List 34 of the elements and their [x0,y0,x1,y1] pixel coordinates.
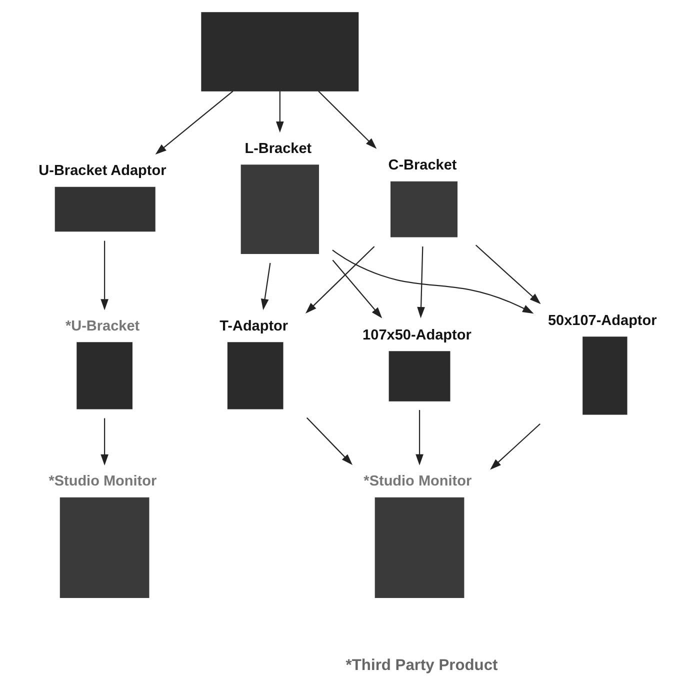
node-box [76,342,132,410]
arrow [332,260,382,318]
node-box [374,497,464,598]
node-label: C-Bracket [388,158,457,174]
node-label: T-Adaptor [220,318,288,334]
arrow [260,262,271,310]
node-box [390,181,458,238]
node-box [201,12,359,92]
label: *Third Party Product [346,657,498,674]
arrow [490,423,540,470]
arrow [155,90,234,154]
node-box [54,186,156,232]
arrow [475,244,541,304]
arrow [306,246,375,314]
arrow [416,410,424,466]
node-box [582,336,628,415]
arrow [276,91,284,133]
node-label: *Studio Monitor [364,474,472,490]
node-label: 107x50-Adaptor [362,327,472,344]
arrow [100,240,108,310]
node-label: L-Bracket [244,140,312,157]
node-box [227,342,284,410]
arrow [318,90,377,149]
node-label: *Studio Monitor [48,474,157,490]
node-box [388,351,450,402]
node-label: *U-Bracket [65,318,140,334]
node-box [240,164,319,254]
arrow [332,250,534,314]
node-label: U-Bracket Adaptor [38,163,166,180]
arrow [100,418,108,466]
node-label: 50x107-Adaptor [548,312,657,329]
arrow [417,246,425,318]
node-box [60,497,150,598]
arrow [306,417,353,465]
